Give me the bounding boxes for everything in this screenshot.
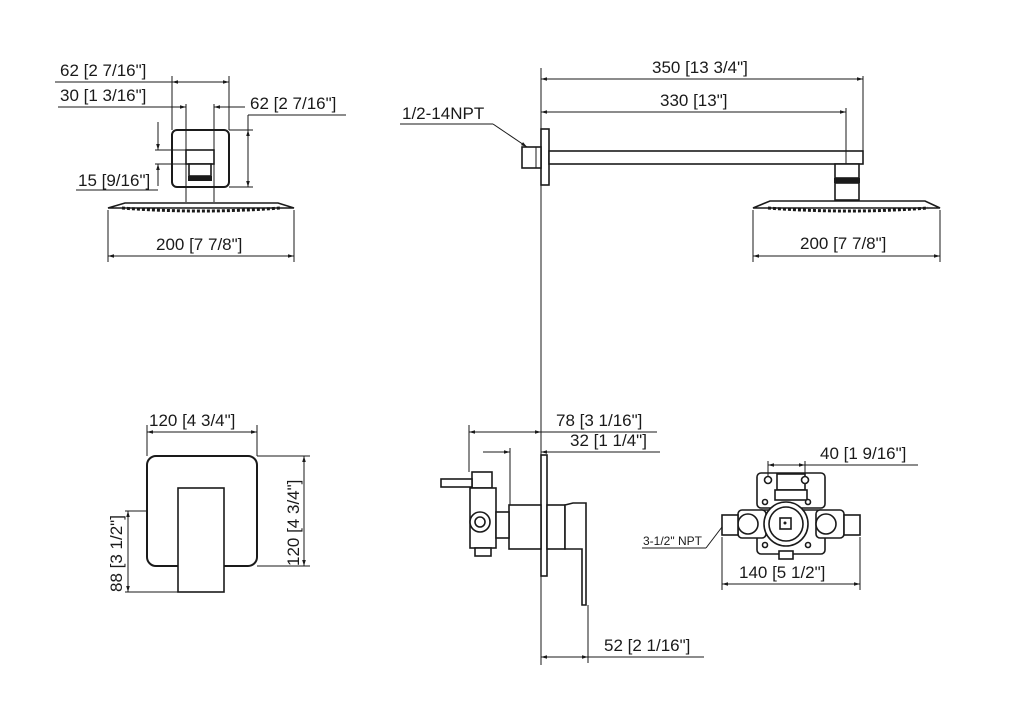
dim-arm-width: 30 [1 3/16"] [60, 86, 146, 105]
shower-arm [548, 150, 864, 165]
dim-handle-projection: 52 [2 1/16"] [604, 636, 690, 655]
dim-block-height: 62 [2 7/16"] [250, 94, 336, 113]
dim-total-depth: 78 [3 1/16"] [556, 411, 642, 430]
mounting-block [171, 129, 230, 188]
dim-head-width: 200 [7 7/8"] [156, 235, 242, 254]
dim-body-width: 140 [5 1/2"] [739, 563, 825, 582]
dim-handle-drop: 88 [3 1/2"] [107, 515, 126, 592]
shower-arm-side-view: 350 [13 3/4"] 330 [13"] 1/2-14NPT 200 [7… [400, 58, 941, 262]
thread-label: 1/2-14NPT [402, 104, 484, 123]
lever-handle [177, 487, 225, 593]
dim-wall-depth: 32 [1 1/4"] [570, 431, 647, 450]
dim-arm-length: 330 [13"] [660, 91, 727, 110]
valve-handle-side [564, 502, 587, 606]
valve-rough-in-view: 40 [1 9/16"] 3-1/2" NPT 140 [5 1/2"] [642, 444, 918, 590]
dim-port-spacing: 40 [1 9/16"] [820, 444, 906, 463]
dim-nut-height: 15 [9/16"] [78, 171, 150, 190]
dim-total-length: 350 [13 3/4"] [652, 58, 748, 77]
dim-head-width-side: 200 [7 7/8"] [800, 234, 886, 253]
inlet-label: 3-1/2" NPT [643, 534, 703, 548]
shower-head-plate [107, 202, 295, 209]
valve-side-view: 78 [3 1/16"] 32 [1 1/4"] 52 [2 1/16"] [440, 411, 704, 663]
shower-head-side [752, 200, 941, 209]
dim-plate-height: 120 [4 3/4"] [284, 480, 303, 566]
dim-plate-width: 120 [4 3/4"] [149, 411, 235, 430]
trim-plate-front-view: 120 [4 3/4"] 120 [4 3/4"] 88 [3 1/2"] [107, 411, 310, 593]
shower-head-front-view: 62 [2 7/16"] 30 [1 3/16"] 62 [2 7/16"] 1… [55, 61, 346, 262]
dim-block-width: 62 [2 7/16"] [60, 61, 146, 80]
